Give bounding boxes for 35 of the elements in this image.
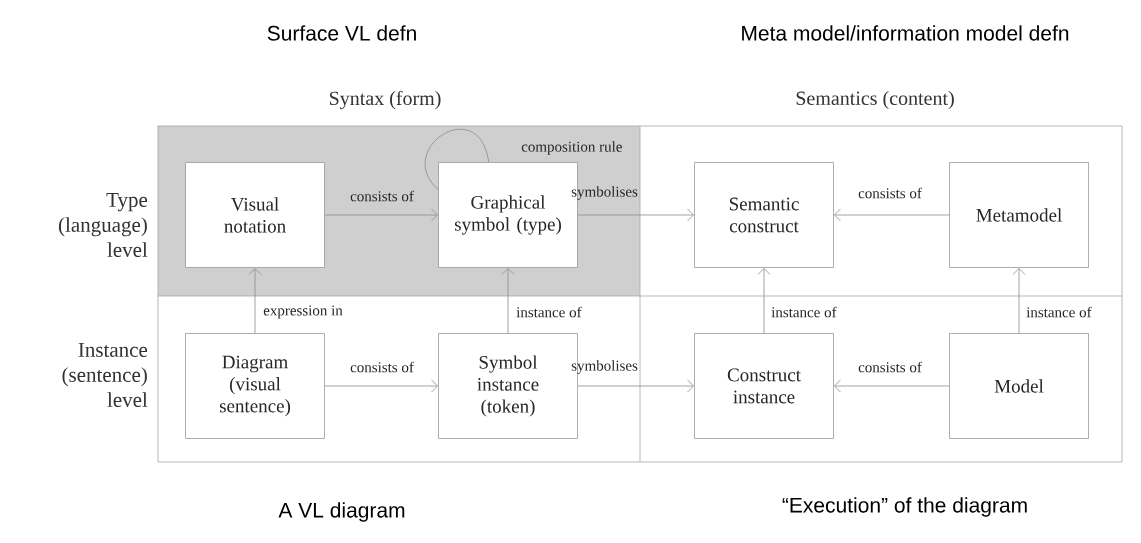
edge-label: symbolises bbox=[571, 186, 638, 200]
concept-box: Visual notation bbox=[185, 162, 325, 268]
edge-label: consists of bbox=[350, 190, 414, 202]
concept-box: Model bbox=[949, 333, 1089, 439]
caption-text: A VL diagram bbox=[278, 502, 405, 522]
column-heading: Syntax (form) bbox=[329, 90, 441, 110]
column-heading: Meta model/information model defn bbox=[742, 25, 1069, 41]
arrow bbox=[577, 208, 694, 222]
arrow bbox=[324, 208, 438, 222]
edge-label: composition rule bbox=[521, 141, 622, 155]
edge-label: instance of bbox=[771, 306, 837, 318]
edge-label: expression in bbox=[263, 305, 343, 319]
edge-label: consists of bbox=[858, 187, 922, 199]
arrow bbox=[834, 379, 950, 393]
arrow bbox=[1012, 268, 1026, 334]
edge-label: instance of bbox=[516, 306, 582, 318]
edge-label: consists of bbox=[858, 361, 922, 373]
edge-label: symbolises bbox=[571, 360, 638, 374]
column-heading: Surface VL defn bbox=[267, 25, 416, 41]
arrow bbox=[577, 379, 694, 393]
arrow bbox=[248, 268, 262, 334]
concept-box: Diagram (visual sentence) bbox=[185, 333, 325, 439]
edge-label: consists of bbox=[350, 361, 414, 373]
concept-box: Metamodel bbox=[949, 162, 1089, 268]
arrow bbox=[324, 379, 438, 393]
row-heading: Type (language) level bbox=[58, 193, 148, 257]
column-heading: Semantics (content) bbox=[796, 90, 954, 110]
arrow bbox=[501, 268, 515, 334]
row-heading: Instance (sentence) level bbox=[62, 343, 148, 407]
caption-text: “Execution” of the diagram bbox=[782, 497, 1027, 517]
concept-box: Semantic construct bbox=[694, 162, 834, 268]
arrow bbox=[834, 208, 950, 222]
edge-label: instance of bbox=[1026, 306, 1092, 318]
concept-box: Construct instance bbox=[694, 333, 834, 439]
arrow bbox=[757, 268, 771, 334]
